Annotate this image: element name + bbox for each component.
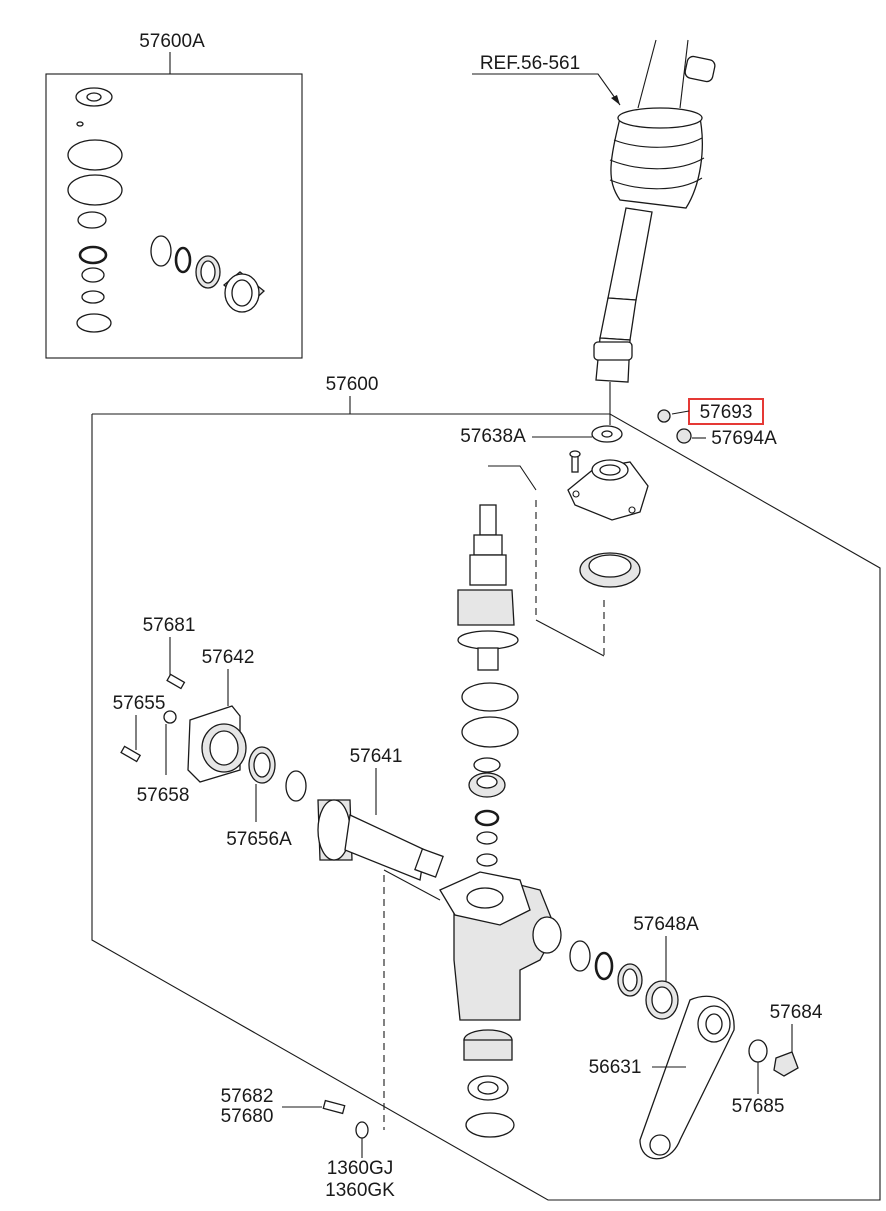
fitting-57694A-icon <box>676 428 692 444</box>
label-56631[interactable]: 56631 <box>589 1057 642 1078</box>
label-1360GJ[interactable]: 1360GJ <box>327 1158 394 1179</box>
label-1360GK[interactable]: 1360GK <box>325 1180 395 1201</box>
output-seals-group: 57648A <box>569 914 699 1020</box>
pitman-arm-icon: 56631 <box>589 995 735 1160</box>
fitting-57693-icon <box>657 409 671 423</box>
label-57600A[interactable]: 57600A <box>139 31 205 52</box>
label-57600[interactable]: 57600 <box>326 374 379 395</box>
label-57648A[interactable]: 57648A <box>633 914 699 935</box>
label-57641[interactable]: 57641 <box>350 746 403 767</box>
nut-washer-group: 57684 57685 <box>732 1002 823 1117</box>
label-57656A[interactable]: 57656A <box>226 829 292 850</box>
label-57694A[interactable]: 57694A <box>711 428 777 449</box>
label-ref-56-561[interactable]: REF.56-561 <box>480 53 580 74</box>
sector-shaft-group: 57641 <box>317 746 444 881</box>
label-57684[interactable]: 57684 <box>770 1002 823 1023</box>
label-57681[interactable]: 57681 <box>143 615 196 636</box>
label-57693[interactable]: 57693 <box>700 402 753 423</box>
label-57685[interactable]: 57685 <box>732 1096 785 1117</box>
seal-kit-frame <box>45 73 303 359</box>
bottom-bolt-group: 57682 57680 1360GJ 1360GK <box>221 1086 396 1201</box>
steering-shaft-icon: REF.56-561 <box>472 39 716 425</box>
seal-kit-icon <box>67 87 265 333</box>
label-57638A[interactable]: 57638A <box>460 426 526 447</box>
assembly-frame: 57600 <box>91 374 881 1201</box>
side-cover-group: 57681 57642 57655 57658 57656A <box>113 615 307 850</box>
label-57680[interactable]: 57680 <box>221 1106 274 1127</box>
label-57655[interactable]: 57655 <box>113 693 166 714</box>
seal-kit-box: 57600A <box>45 31 303 359</box>
worm-shaft-group <box>457 504 519 867</box>
fittings-group: 57693 57694A <box>657 398 777 449</box>
label-57658[interactable]: 57658 <box>137 785 190 806</box>
top-cover-group: 57638A <box>460 425 649 657</box>
label-57642[interactable]: 57642 <box>202 647 255 668</box>
label-57682[interactable]: 57682 <box>221 1086 274 1107</box>
gear-box-icon <box>383 869 562 1138</box>
